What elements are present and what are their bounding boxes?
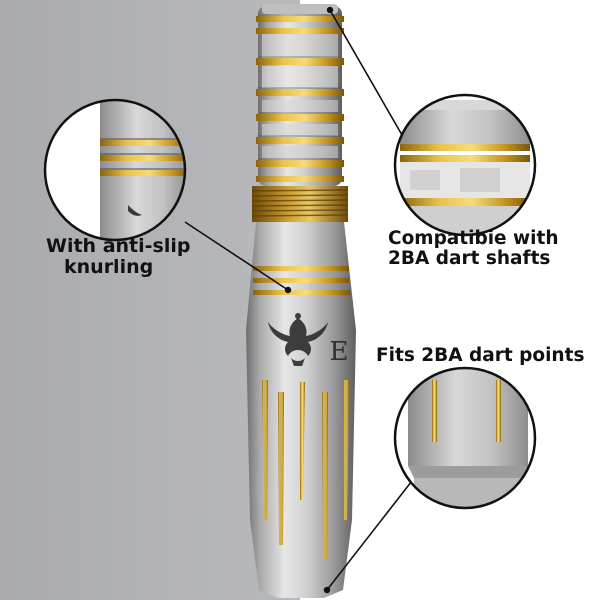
callout-dots [284,6,334,594]
zoom-circle-shaft [393,93,537,237]
gold-thread-section [251,186,349,222]
callout-leader-lines [184,9,416,591]
callout-shafts-line1: Compatibie with [388,228,559,249]
callout-knurling: With anti-slip knurling [46,236,190,277]
callout-points: Fits 2BA dart points [376,345,585,366]
callout-shafts-line2: 2BA dart shafts [388,247,551,269]
zoom-circle-point [393,366,537,510]
barrel-gold-rings [253,266,350,295]
engraved-letter: E [330,337,349,367]
callout-shafts: Compatibie with 2BA dart shafts [388,229,559,269]
callout-knurling-line1: With anti-slip [46,235,191,257]
phoenix-logo-icon [268,313,328,366]
dart-rear-grooved-section [256,4,344,186]
callout-knurling-line2: knurling [64,255,154,278]
zoom-circle-knurling [43,98,187,242]
dart-barrel: E [246,222,356,598]
gold-groove-rings [256,16,344,182]
